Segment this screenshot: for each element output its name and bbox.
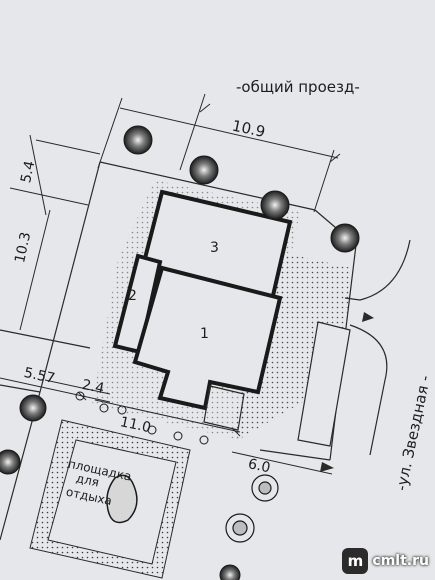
flower-icon bbox=[199, 435, 209, 445]
dim-5-4-label: 5.4 bbox=[18, 159, 38, 184]
watermark: m cmlt.ru bbox=[342, 548, 429, 574]
watermark-logo-icon: m bbox=[342, 548, 369, 574]
flower-icon bbox=[75, 391, 85, 401]
parking-outline bbox=[297, 321, 351, 447]
arrow-marker-upper bbox=[362, 312, 374, 322]
tree-icon bbox=[189, 155, 219, 185]
tree-icon bbox=[123, 125, 153, 155]
building-2-label: 2 bbox=[128, 288, 137, 304]
dimension-plot-width bbox=[97, 93, 341, 213]
tree-icon bbox=[219, 564, 241, 580]
rest-area-label-2: для bbox=[75, 471, 101, 490]
dimension-left bbox=[9, 134, 101, 331]
dim-11-0-label: 11.0 bbox=[119, 414, 153, 436]
arrow-marker-lower bbox=[320, 462, 334, 472]
bench-icon bbox=[106, 474, 138, 524]
watermark-text: cmlt.ru bbox=[372, 553, 429, 569]
road-top-label: -общий проезд- bbox=[236, 78, 360, 96]
shrubs bbox=[225, 474, 279, 543]
porch-outline bbox=[203, 385, 245, 431]
flowers bbox=[75, 391, 209, 445]
dimension-bottom bbox=[0, 377, 333, 475]
tree-icon bbox=[19, 394, 47, 422]
road-curve-lower bbox=[349, 324, 388, 456]
flower-icon bbox=[117, 405, 127, 415]
shrub-icon bbox=[258, 481, 272, 495]
dim-6-0-label: 6.0 bbox=[247, 456, 272, 476]
tree-icon bbox=[330, 223, 360, 253]
dim-2-4-label: 2.4 bbox=[80, 377, 105, 397]
building-1 bbox=[132, 265, 283, 411]
flower-icon bbox=[147, 425, 157, 435]
shrub-icon bbox=[232, 520, 248, 536]
building-3-label: 3 bbox=[210, 240, 219, 256]
tree-icon bbox=[0, 449, 21, 475]
dim-5-57-label: 5.57 bbox=[22, 365, 56, 387]
dim-10-3-label: 10.3 bbox=[12, 231, 34, 265]
tree-icon bbox=[260, 190, 290, 220]
road-curve bbox=[344, 239, 411, 301]
flower-icon bbox=[173, 431, 183, 441]
flower-icon bbox=[99, 403, 109, 413]
trees bbox=[0, 125, 360, 580]
building-1-label: 1 bbox=[200, 326, 209, 342]
